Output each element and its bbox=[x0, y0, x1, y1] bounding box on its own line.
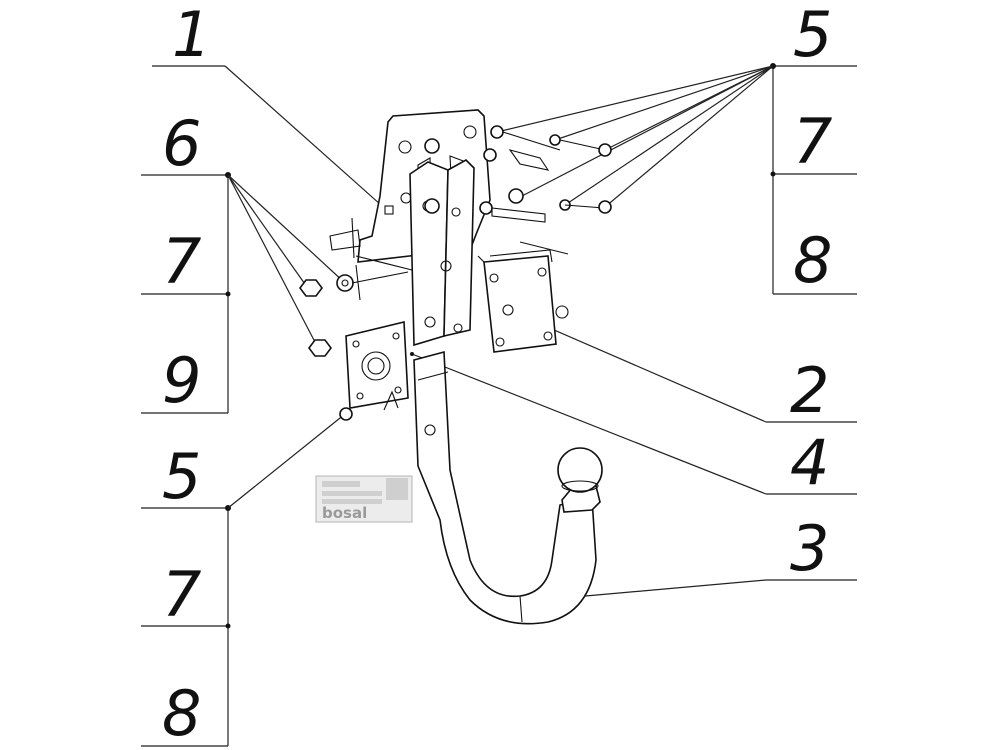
callout-4-dot bbox=[410, 352, 414, 356]
callout-7-bottom: 7 bbox=[162, 558, 201, 631]
callout-4: 4 bbox=[790, 426, 829, 499]
bolts-5 bbox=[339, 125, 612, 421]
callout-6-leaders bbox=[227, 174, 346, 345]
callout-8-bottom: 8 bbox=[162, 677, 201, 750]
label-plate-brand: bosal bbox=[322, 504, 367, 522]
part-3-towbar-arm bbox=[409, 159, 603, 625]
callout-6: 6 bbox=[162, 107, 201, 180]
callout-3: 3 bbox=[790, 512, 829, 585]
callout-5-top-leaders bbox=[496, 65, 774, 208]
callout-7-left-node bbox=[225, 291, 231, 297]
callout-8-top: 8 bbox=[793, 224, 832, 297]
callout-5-top: 5 bbox=[793, 0, 832, 71]
callout-7-bottom-node bbox=[225, 623, 231, 629]
part-2-plate bbox=[477, 241, 569, 353]
callout-1: 1 bbox=[172, 0, 211, 71]
callout-4-leader bbox=[411, 353, 767, 495]
callout-9: 9 bbox=[162, 344, 201, 417]
label-plate: bosal bbox=[315, 475, 413, 523]
callout-3-leader bbox=[562, 579, 767, 599]
callout-7-top-node bbox=[770, 171, 776, 177]
callout-7-left: 7 bbox=[162, 225, 201, 298]
callout-2: 2 bbox=[790, 354, 829, 427]
nuts-6 bbox=[299, 271, 409, 357]
callout-1-leader bbox=[224, 65, 391, 214]
part-4-socket-plate bbox=[345, 320, 409, 411]
callout-7-top: 7 bbox=[793, 105, 832, 178]
callout-5-bottom: 5 bbox=[162, 440, 201, 513]
callout-5-bottom-leader bbox=[227, 413, 346, 509]
